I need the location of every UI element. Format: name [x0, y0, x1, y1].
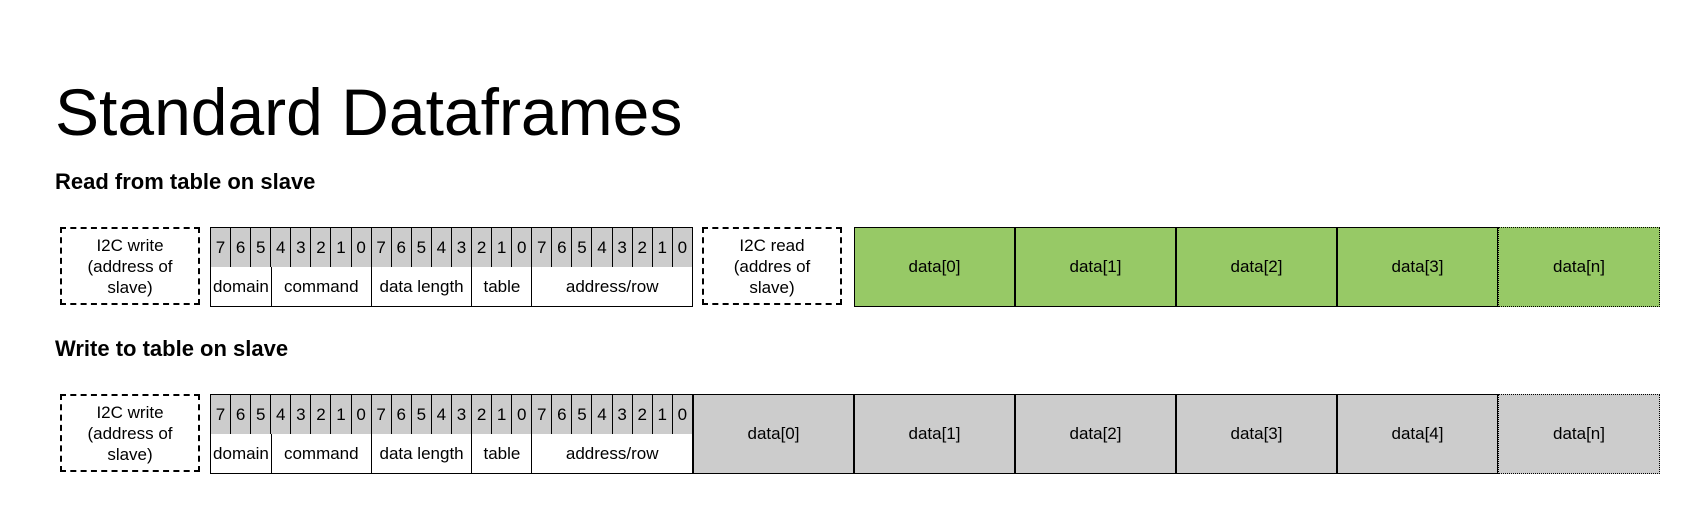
bit-cell: 2 — [632, 395, 653, 435]
i2c-write-box: I2C write (address of slave) — [60, 227, 200, 305]
bit-cell: 1 — [331, 228, 352, 268]
bit-cell: 4 — [271, 228, 292, 268]
bit-cell: 2 — [632, 228, 653, 268]
i2c-read-line: (addres of — [733, 256, 811, 276]
field-row: domain command data length table address… — [210, 434, 694, 474]
i2c-write-line: (address of — [87, 423, 173, 443]
bit-cell: 5 — [572, 228, 593, 268]
bit-cell: 1 — [652, 228, 673, 268]
bit-cell: 7 — [371, 228, 392, 268]
i2c-write-line: slave) — [107, 444, 153, 464]
field-table: table — [472, 267, 533, 307]
bit-cell: 5 — [251, 395, 272, 435]
data-cell-last: data[n] — [1498, 394, 1660, 474]
bit-cell: 7 — [211, 395, 232, 435]
bit-cell: 3 — [451, 395, 473, 435]
data-cell-last: data[n] — [1498, 227, 1660, 307]
data-cell: data[4] — [1337, 394, 1498, 474]
bit-cell: 6 — [231, 228, 252, 268]
bit-cell: 5 — [251, 228, 272, 268]
bit-cell: 6 — [552, 395, 573, 435]
data-cell: data[0] — [854, 227, 1015, 307]
bit-cell: 1 — [492, 395, 513, 435]
bit-cell: 6 — [391, 395, 412, 435]
bit-cell: 2 — [311, 228, 332, 268]
i2c-write-line: slave) — [107, 277, 153, 297]
field-address-row: address/row — [532, 267, 694, 307]
bit-cell: 4 — [431, 228, 452, 268]
bit-cell: 3 — [612, 228, 633, 268]
i2c-read-line: slave) — [749, 277, 795, 297]
bit-cell: 1 — [492, 228, 513, 268]
data-cell: data[1] — [1015, 227, 1176, 307]
i2c-read-box: I2C read (addres of slave) — [702, 227, 842, 305]
write-frame-heading: Write to table on slave — [55, 336, 289, 361]
data-cell: data[3] — [1337, 227, 1498, 307]
data-cell: data[3] — [1176, 394, 1337, 474]
i2c-write-line: I2C write — [96, 402, 164, 422]
field-row: domain command data length table address… — [210, 267, 694, 307]
bit-cell: 4 — [592, 228, 613, 268]
bit-cell: 0 — [512, 395, 533, 435]
data-cell: data[2] — [1015, 394, 1176, 474]
bit-cell: 5 — [411, 395, 432, 435]
bit-cell: 3 — [291, 395, 312, 435]
bit-cell: 1 — [331, 395, 352, 435]
page-title: Standard Dataframes — [55, 75, 683, 149]
bit-cell: 3 — [291, 228, 312, 268]
bit-cell: 1 — [652, 395, 673, 435]
i2c-read-line: I2C read — [739, 235, 805, 255]
field-table: table — [472, 434, 533, 474]
bit-cell: 4 — [592, 395, 613, 435]
bit-cell: 2 — [311, 395, 332, 435]
data-cell: data[1] — [854, 394, 1015, 474]
bit-cell: 7 — [532, 228, 553, 268]
bit-cell: 0 — [351, 228, 372, 268]
i2c-write-line: (address of — [87, 256, 173, 276]
bit-cell: 2 — [472, 228, 493, 268]
field-data-length: data length — [371, 267, 473, 307]
bit-cell: 5 — [572, 395, 593, 435]
field-address-row: address/row — [532, 434, 694, 474]
bit-cell: 7 — [532, 395, 553, 435]
i2c-write-box: I2C write (address of slave) — [60, 394, 200, 472]
data-cell: data[2] — [1176, 227, 1337, 307]
bit-cell: 0 — [672, 228, 693, 268]
bit-cell: 2 — [472, 395, 493, 435]
field-command: command — [271, 267, 372, 307]
bit-cell: 5 — [411, 228, 432, 268]
bit-cell: 7 — [211, 228, 232, 268]
field-data-length: data length — [371, 434, 473, 474]
field-domain: domain — [211, 267, 272, 307]
bit-cell: 6 — [391, 228, 412, 268]
data-cell: data[0] — [693, 394, 854, 474]
bit-cell: 6 — [231, 395, 252, 435]
bit-cell: 0 — [351, 395, 372, 435]
bit-cell: 3 — [451, 228, 473, 268]
i2c-write-line: I2C write — [96, 235, 164, 255]
bit-cell: 7 — [371, 395, 392, 435]
bit-cell: 0 — [672, 395, 693, 435]
bit-cell: 6 — [552, 228, 573, 268]
bit-cell: 0 — [512, 228, 533, 268]
bit-cell: 4 — [431, 395, 452, 435]
field-command: command — [271, 434, 372, 474]
read-frame-heading: Read from table on slave — [55, 169, 316, 194]
bit-cell: 3 — [612, 395, 633, 435]
field-domain: domain — [211, 434, 272, 474]
bit-cell: 4 — [271, 395, 292, 435]
